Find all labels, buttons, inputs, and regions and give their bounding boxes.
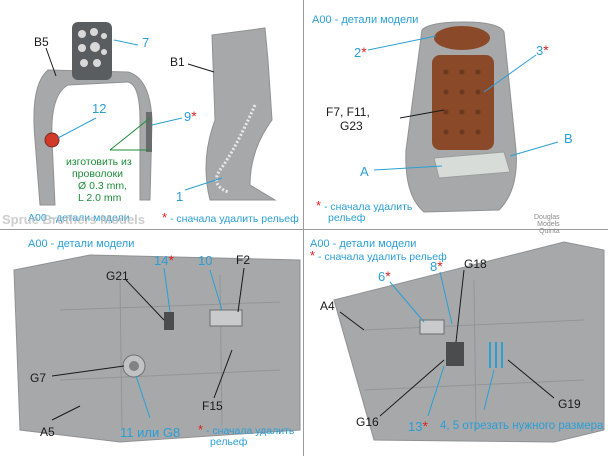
panel-bottom-right-art xyxy=(333,241,605,443)
label-f7-f11: F7, F11, xyxy=(326,105,370,119)
control-frame-b5 xyxy=(33,69,153,206)
brand-line: Quinta xyxy=(539,228,560,235)
label-g7: G7 xyxy=(30,371,47,385)
side-wall-a5 xyxy=(13,254,301,443)
back-cushion-3 xyxy=(432,55,494,150)
wire-note-l1: изготовить из xyxy=(66,156,132,168)
required-star: * xyxy=(543,42,549,58)
seat-belts xyxy=(433,151,511,179)
callout-10: 10 xyxy=(198,253,213,268)
label-b5: B5 xyxy=(34,35,49,49)
wire-note-l3: Ø 0.3 mm, xyxy=(78,180,128,192)
callout-2: 2* xyxy=(354,44,367,60)
required-star: * xyxy=(310,248,316,263)
black-lines xyxy=(45,47,215,77)
required-star: * xyxy=(168,252,174,268)
wire-note-l4: L 2.0 mm xyxy=(78,192,122,204)
header-parts-note: A00 - детали модели xyxy=(312,14,419,26)
watermark-logo: Sprue Brothers Models xyxy=(2,212,146,227)
panel-bottom-right: A00 - детали модели * - сначала удалить … xyxy=(304,230,608,456)
cushion-buttons xyxy=(443,69,481,135)
label-a4: A4 xyxy=(320,299,335,313)
wire-note-l2: проволоки xyxy=(72,168,123,180)
label-f2: F2 xyxy=(236,253,251,267)
leader-seat xyxy=(399,109,445,119)
callout-8: 8* xyxy=(430,258,443,274)
required-star: * xyxy=(361,44,367,60)
callout-3: 3* xyxy=(536,42,549,58)
brand-line: Models xyxy=(537,221,560,228)
label-a5: A5 xyxy=(40,425,55,439)
callout-lines xyxy=(367,35,559,171)
callout-b: B xyxy=(564,131,573,146)
wire-part-9 xyxy=(146,112,152,152)
wall-panel-lines xyxy=(363,279,585,431)
required-star: * xyxy=(422,418,428,434)
part-g18 xyxy=(446,342,464,366)
brand-logo: Douglas Models Quinta xyxy=(534,214,560,235)
callout-lines xyxy=(389,271,495,417)
relief-note-l1: * - сначала удалить xyxy=(316,198,413,213)
required-star: * xyxy=(385,268,391,284)
panel-top-left-art xyxy=(33,22,277,206)
part-6 xyxy=(419,319,445,335)
panel-top-right: A00 - детали модели 2* 3* F7, F11, G23 B… xyxy=(304,0,608,229)
callout-a: A xyxy=(360,164,369,179)
panel-bottom-left: A00 - детали модели 14* 10 F2 G21 G7 F15… xyxy=(0,230,303,456)
label-g19: G19 xyxy=(558,397,581,411)
part-12 xyxy=(44,132,60,148)
relief-note: * - сначала удалить рельеф xyxy=(310,248,447,263)
callout-14: 14* xyxy=(154,252,174,268)
cables-4-5 xyxy=(489,342,503,368)
headrest-2 xyxy=(434,26,490,50)
callout-1: 1 xyxy=(176,189,184,204)
side-wall-a4 xyxy=(333,241,605,443)
label-g21: G21 xyxy=(106,269,129,283)
part-g7-center xyxy=(129,361,139,371)
panel-top-right-art xyxy=(367,21,559,213)
relief-note-l2: рельеф xyxy=(210,436,248,448)
callout-11-g8: 11 или G8 xyxy=(120,425,181,440)
green-lines xyxy=(109,117,151,151)
rivet-strip-1 xyxy=(214,104,257,194)
instrument-dials xyxy=(78,28,107,67)
black-lines xyxy=(51,267,245,421)
wall-panel-lines xyxy=(59,274,281,431)
required-star: * xyxy=(437,258,443,274)
callout-4-5: 4, 5 отрезать нужного размера xyxy=(440,420,604,432)
part-b1 xyxy=(205,27,277,201)
callout-7: 7 xyxy=(142,35,150,50)
required-star: * xyxy=(316,198,322,213)
callout-lines xyxy=(57,39,223,191)
required-star: * xyxy=(162,210,168,225)
brand-line: Douglas xyxy=(534,214,560,221)
label-g18: G18 xyxy=(464,257,487,271)
callout-12: 12 xyxy=(92,101,107,116)
panel-bottom-left-art xyxy=(13,254,301,443)
label-g16: G16 xyxy=(356,415,379,429)
callout-13: 13* xyxy=(408,418,428,434)
callout-lines xyxy=(135,267,223,419)
callout-6: 6* xyxy=(378,268,391,284)
part-10 xyxy=(209,309,243,327)
panel-top-left: B5 7 B1 12 9* изготовить из проволоки Ø … xyxy=(0,0,303,229)
black-lines xyxy=(339,269,555,417)
header-parts-note: A00 - детали модели xyxy=(310,238,417,250)
footer-parts-note: A00 - детали модели xyxy=(28,212,130,224)
required-star: * xyxy=(198,422,204,437)
required-star: * xyxy=(191,108,197,124)
divider-horizontal xyxy=(0,229,608,230)
footer-relief-note: * - сначала удалить рельеф xyxy=(162,210,299,225)
header-parts-note: A00 - детали модели xyxy=(28,238,135,250)
label-g23: G23 xyxy=(340,119,363,133)
label-f15: F15 xyxy=(202,399,223,413)
label-b1: B1 xyxy=(170,55,185,69)
relief-note-l1: * - сначала удалить xyxy=(198,422,295,437)
divider-vertical xyxy=(303,0,304,456)
relief-note-l2: рельеф xyxy=(328,212,366,224)
callout-9: 9* xyxy=(184,108,197,124)
part-g21 xyxy=(164,312,174,330)
